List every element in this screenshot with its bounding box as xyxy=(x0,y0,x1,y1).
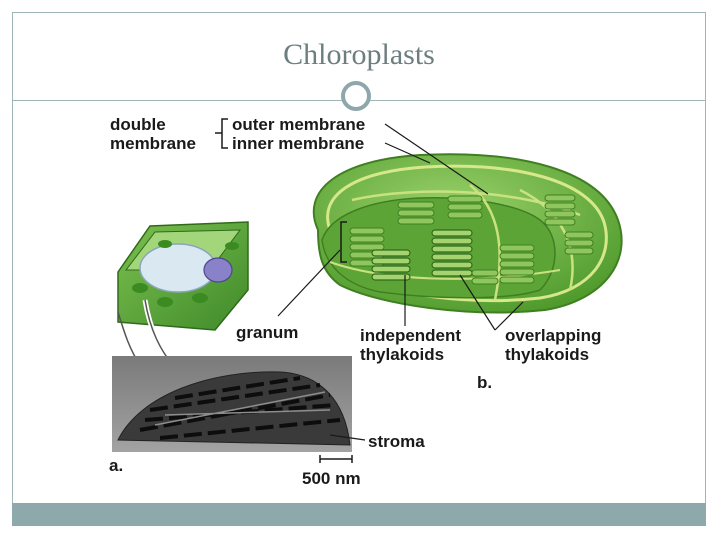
stroma-lamella xyxy=(469,184,501,301)
granum-stack xyxy=(499,244,535,284)
leader-overlapping-2 xyxy=(494,301,524,331)
granum-stack xyxy=(397,201,435,225)
leader-inner-membrane xyxy=(384,142,431,164)
chloroplast-small xyxy=(157,297,173,307)
label-scale: 500 nm xyxy=(302,469,361,488)
label-independent-thylakoids: thylakoids xyxy=(360,345,445,364)
label-outer-membrane: outer membrane xyxy=(232,115,366,134)
footer-bar xyxy=(12,503,706,526)
double-membrane-bracket xyxy=(215,118,228,149)
nucleus xyxy=(203,257,233,283)
chloroplast-small xyxy=(192,293,208,303)
electron-micrograph xyxy=(112,356,352,452)
leader-granum xyxy=(277,249,341,317)
leader-stroma xyxy=(329,434,366,441)
stroma-lamella xyxy=(519,188,574,291)
granum-stack xyxy=(431,229,473,277)
granum-stack xyxy=(544,194,576,226)
title-ring-ornament xyxy=(341,81,371,111)
label-membrane: membrane xyxy=(110,134,196,153)
plant-cell-illustration xyxy=(117,221,249,331)
label-panel-a: a. xyxy=(109,456,124,475)
label-inner-membrane: inner membrane xyxy=(232,134,365,153)
slide-title: Chloroplasts xyxy=(283,38,435,71)
grana-stacks xyxy=(349,194,594,285)
label-overlapping-thylakoids: thylakoids xyxy=(505,345,590,364)
label-double: double xyxy=(110,115,166,134)
chloroplast-small xyxy=(225,242,239,250)
granum-stack xyxy=(471,269,499,285)
granum-stack xyxy=(447,195,483,219)
granum-stack xyxy=(371,249,411,281)
scale-bar xyxy=(319,455,353,463)
label-independent: independent xyxy=(360,326,462,345)
micrograph-stroma xyxy=(154,391,331,426)
chloroplast-small xyxy=(158,240,172,248)
granum-stack xyxy=(564,231,594,255)
chloroplast-small xyxy=(132,283,148,293)
leader-overlapping xyxy=(459,274,496,331)
label-panel-b: b. xyxy=(477,373,493,392)
leader-outer-membrane xyxy=(384,123,489,195)
label-stroma: stroma xyxy=(368,432,425,451)
granum-bracket xyxy=(340,221,347,263)
label-granum: granum xyxy=(236,323,299,342)
label-overlapping: overlapping xyxy=(505,326,602,345)
